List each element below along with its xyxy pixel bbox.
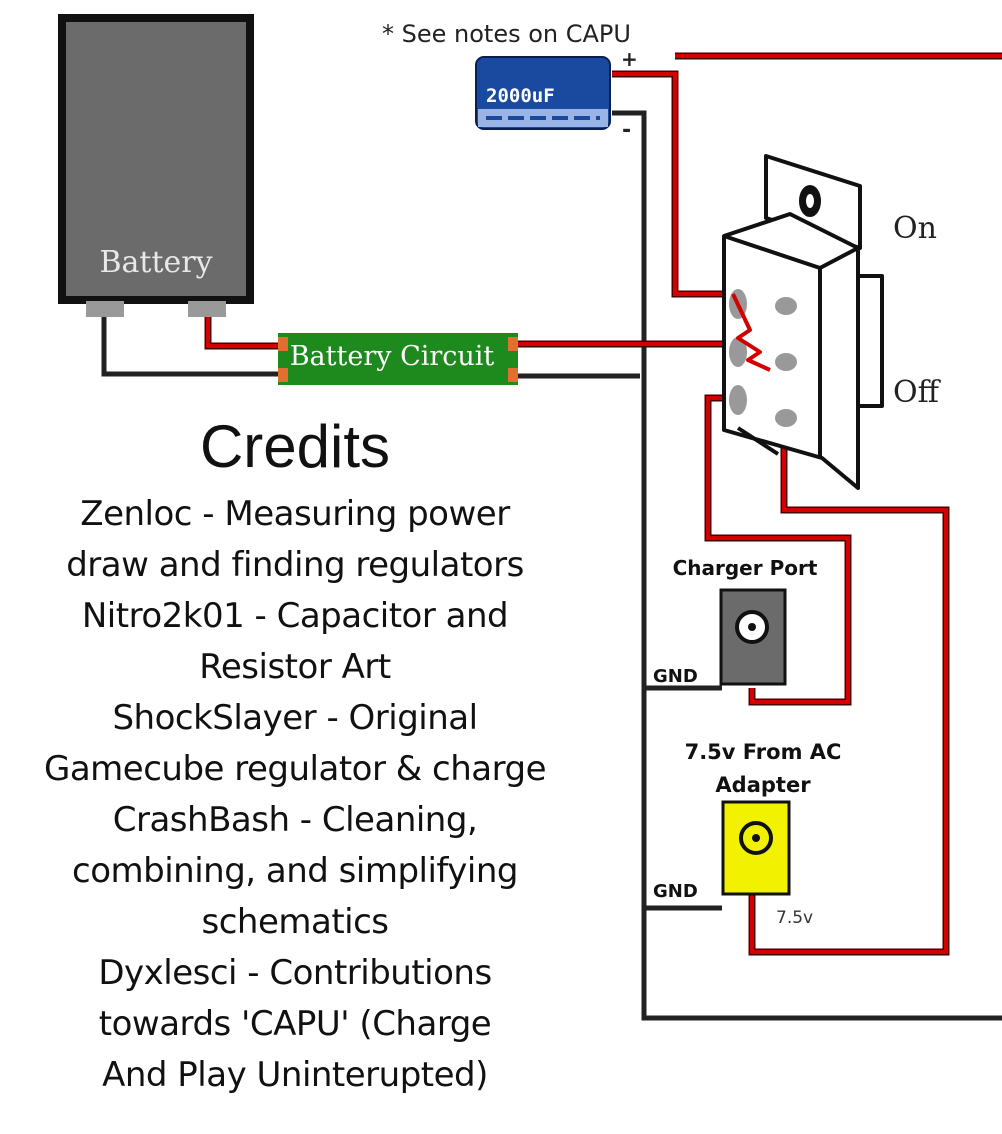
ac-adapter-label-2: Adapter <box>715 773 811 797</box>
credit-line: CrashBash - Cleaning, <box>112 800 478 840</box>
battery-circuit: Battery Circuit <box>278 333 518 385</box>
credits-panel: Credits Zenloc - Measuring power draw an… <box>0 405 590 1101</box>
capacitor-ground-wire <box>612 110 1002 1021</box>
ac-positive-wire <box>750 412 948 954</box>
credits-title: Credits <box>199 413 391 480</box>
credit-line: And Play Uninterupted) <box>102 1055 488 1095</box>
positive-wires <box>206 54 1002 954</box>
credit-line: schematics <box>201 902 389 942</box>
credit-line: ShockSlayer - Original <box>112 698 478 738</box>
credit-line: Zenloc - Measuring power <box>80 494 510 534</box>
credit-line: Dyxlesci - Contributions <box>98 953 492 993</box>
battery-ground-wire <box>101 312 280 377</box>
capacitor-plus: + <box>621 47 638 71</box>
charger-positive-wire <box>706 396 850 704</box>
credit-line: combining, and simplifying <box>72 851 518 891</box>
charger-port: Charger Port GND <box>653 556 818 687</box>
charger-gnd-label: GND <box>653 666 698 687</box>
capacitor-minus: - <box>622 118 631 143</box>
battery-circuit-label: Battery Circuit <box>290 341 495 372</box>
charger-port-label: Charger Port <box>673 556 818 580</box>
capacitor-label: 2000uF <box>486 85 555 107</box>
capu-note: * See notes on CAPU <box>382 20 631 48</box>
ac-gnd-label: GND <box>653 881 698 902</box>
capacitor-positive-wire <box>612 72 726 296</box>
battery-label: Battery <box>99 245 212 280</box>
toggle-switch <box>722 154 884 490</box>
switch-on-label: On <box>893 211 937 246</box>
ground-wires <box>101 110 1002 1021</box>
credit-line: Gamecube regulator & charge <box>43 749 547 789</box>
credit-line: towards 'CAPU' (Charge <box>98 1004 492 1044</box>
credit-line: Nitro2k01 - Capacitor and <box>81 596 509 636</box>
ac-adapter-port: 7.5v From AC Adapter GND 7.5v <box>653 740 841 928</box>
credit-line: draw and finding regulators <box>66 545 524 585</box>
ac-adapter-label-1: 7.5v From AC <box>685 740 842 764</box>
battery: Battery <box>58 14 254 317</box>
ac-voltage-label: 7.5v <box>776 908 813 928</box>
credit-line: Resistor Art <box>199 647 391 687</box>
battery-positive-wire <box>206 315 280 348</box>
capacitor: 2000uF + - <box>475 47 638 143</box>
switch-off-label: Off <box>893 375 942 410</box>
